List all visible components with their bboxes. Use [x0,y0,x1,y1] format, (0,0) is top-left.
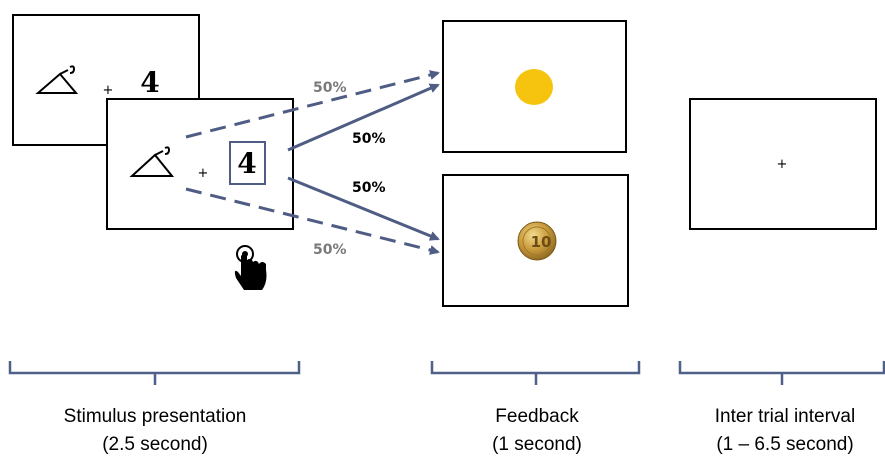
coin-value: 10 [531,233,552,251]
pointing-hand-icon [234,245,267,290]
phase-name-stimulus: Stimulus presentation [63,406,247,427]
euro-coin-icon: 10 [517,221,557,261]
phase-label-iti: Inter trial interval (1 – 6.5 second) [690,403,880,459]
prob-label-lower-solid: 50% [352,180,386,196]
dashed-arrow-upper [185,70,440,139]
feedback-screen-reward-circle [442,20,627,153]
dashed-arrow-lower [185,187,440,255]
stimulus-right-symbol-back: 4 [140,66,159,99]
yellow-circle-feedback [515,69,553,105]
stimulus-left-symbol-back [35,65,79,94]
phase-duration-feedback: (1 second) [492,434,582,455]
prob-label-lower-dashed: 50% [313,242,347,258]
feedback-screen-coin: 10 [442,174,629,307]
selection-box [229,141,266,185]
stimulus-left-symbol [129,146,175,177]
phase-name-iti: Inter trial interval [714,406,856,427]
solid-arrow-upper [287,83,440,152]
phase-duration-stimulus: (2.5 second) [102,434,208,455]
bracket-feedback [430,361,641,385]
fixation-cross-back: + [103,83,114,98]
phase-label-feedback: Feedback (1 second) [437,403,637,459]
bracket-iti [678,361,885,385]
stimulus-right-symbol: 4 [237,147,256,180]
fixation-cross-iti: + [777,157,788,172]
phase-duration-iti: (1 – 6.5 second) [716,434,854,455]
inter-trial-screen: + [689,98,877,230]
phase-name-feedback: Feedback [495,406,579,427]
fixation-cross: + [198,166,209,181]
solid-arrow-lower [287,176,440,241]
prob-label-upper-solid: 50% [352,131,386,147]
prob-label-upper-dashed: 50% [313,80,347,96]
bracket-stimulus [8,361,301,385]
phase-label-stimulus: Stimulus presentation (2.5 second) [15,403,295,459]
